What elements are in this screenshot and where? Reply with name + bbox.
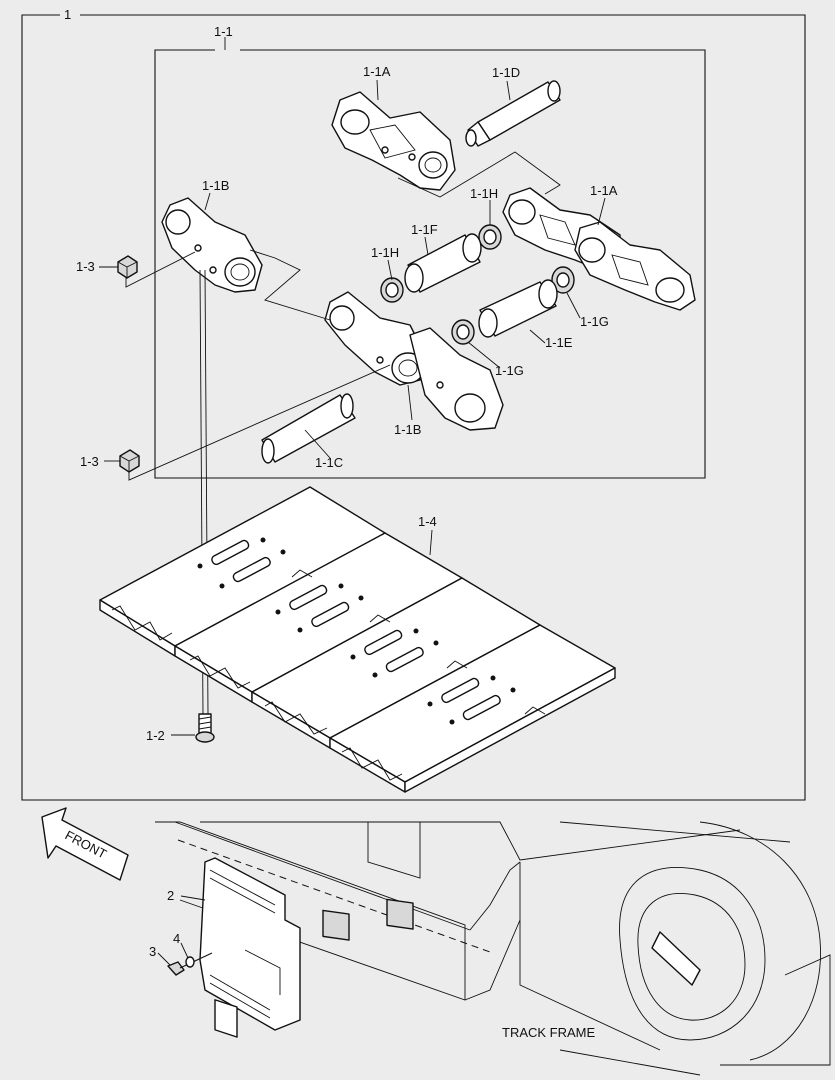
guard-2 [199, 857, 301, 1038]
link-1-1a-top [331, 91, 456, 191]
label-1-4: 1-4 [418, 514, 437, 529]
label-1-1a-right: 1-1A [590, 183, 618, 198]
pin-1-1d [465, 80, 561, 147]
label-2: 2 [167, 888, 174, 903]
seal-1-1h-top [478, 224, 502, 250]
bolt-1-2 [195, 713, 215, 743]
label-1-1d: 1-1D [492, 65, 520, 80]
leader-lines [99, 37, 606, 966]
label-1-1h-left: 1-1H [371, 245, 399, 260]
track-frame [155, 821, 831, 1076]
nut-1-3-top [117, 255, 138, 279]
bushing-1-1e [478, 279, 558, 338]
label-1-1b-center: 1-1B [394, 422, 421, 437]
label-1-3-bottom: 1-3 [80, 454, 99, 469]
label-1-1: 1-1 [214, 24, 233, 39]
nut-1-3-bottom [119, 449, 140, 473]
bushing-1-1f [404, 233, 482, 293]
link-1-1a-right [502, 187, 696, 311]
label-1: 1 [64, 7, 71, 22]
seal-1-1g-center [451, 319, 475, 345]
link-1-1b-left [161, 197, 263, 293]
label-4: 4 [173, 931, 180, 946]
label-1-3-top: 1-3 [76, 259, 95, 274]
guard-bolt-3 [167, 952, 213, 976]
label-1-1e: 1-1E [545, 335, 573, 350]
pin-1-1c [261, 393, 356, 464]
front-arrow [41, 807, 129, 881]
guard-washer-4 [185, 956, 195, 968]
label-1-1f: 1-1F [411, 222, 438, 237]
shoe-holes [197, 537, 516, 725]
label-1-1a-top: 1-1A [363, 64, 391, 79]
label-1-2: 1-2 [146, 728, 165, 743]
link-1-1b-center [324, 291, 504, 431]
seal-1-1h-left [380, 277, 404, 303]
label-1-1b-left: 1-1B [202, 178, 229, 193]
label-1-1g-center: 1-1G [495, 363, 524, 378]
label-1-1c: 1-1C [315, 455, 343, 470]
track-shoes-1-4 [99, 486, 616, 793]
seal-1-1g-right [551, 266, 575, 294]
shoe-slots [211, 539, 501, 721]
label-1-1h-top: 1-1H [470, 186, 498, 201]
assembly-frame [21, 14, 806, 801]
label-3: 3 [149, 944, 156, 959]
label-track-frame: TRACK FRAME [502, 1025, 596, 1040]
label-1-1g-right: 1-1G [580, 314, 609, 329]
